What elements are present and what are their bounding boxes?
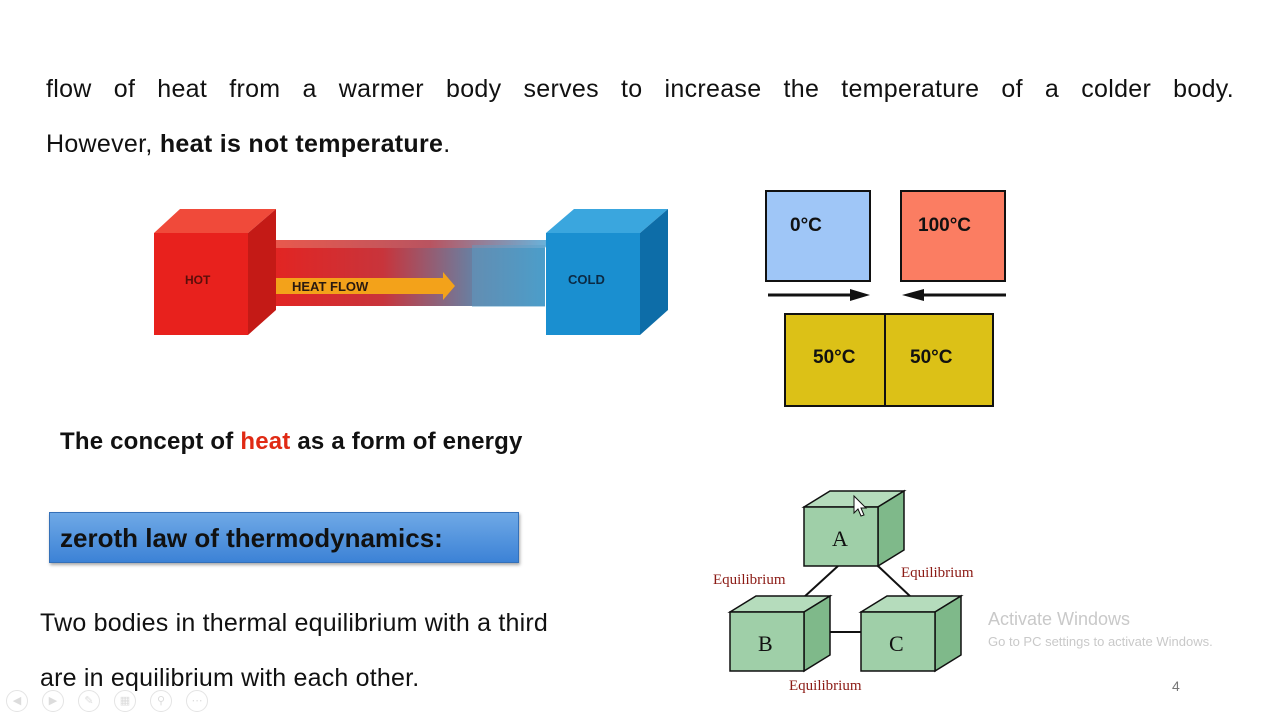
box-0c — [765, 190, 871, 282]
pen-icon[interactable]: ✎ — [78, 690, 100, 712]
hot-cube: HOT — [154, 209, 276, 335]
activate-windows-subtitle: Go to PC settings to activate Windows. — [988, 634, 1213, 649]
slideshow-controls: ◀ ▶ ✎ ▦ ⚲ ⋯ — [6, 690, 222, 712]
rod-top-face — [250, 240, 550, 248]
intro-line-1: flow of heat from a warmer body serves t… — [46, 75, 1234, 103]
box-b: B — [727, 594, 833, 673]
arrow-left-icon — [902, 289, 1006, 301]
mouse-cursor-icon — [853, 494, 868, 517]
box-100c-label: 100°C — [918, 215, 971, 236]
hot-label: HOT — [185, 273, 211, 287]
label-bc: Equilibrium — [789, 678, 862, 694]
concept-highlight: heat — [240, 428, 291, 455]
box-a-label: A — [832, 526, 848, 551]
label-ac: Equilibrium — [901, 565, 974, 581]
box-50c-left — [784, 313, 886, 407]
line-ab — [802, 565, 839, 599]
heat-flow-arrow: HEAT FLOW — [265, 272, 455, 300]
box-c: C — [858, 594, 964, 673]
rod-body — [250, 248, 545, 306]
box-c-label: C — [889, 631, 904, 656]
next-icon[interactable]: ▶ — [42, 690, 64, 712]
box-0c-label: 0°C — [790, 215, 822, 236]
slide-number: 4 — [1172, 678, 1180, 694]
intro-paragraph: flow of heat from a warmer body serves t… — [46, 62, 1234, 172]
arrow-right-icon — [768, 289, 870, 301]
cold-cube: COLD — [546, 209, 668, 335]
label-ab: Equilibrium — [713, 572, 786, 588]
zeroth-law-banner: zeroth law of thermodynamics: — [49, 512, 519, 563]
box-b-label: B — [758, 631, 773, 656]
rod-glass-end — [472, 245, 545, 307]
intro-line-2-bold: heat is not temperature — [159, 130, 444, 158]
prev-icon[interactable]: ◀ — [6, 690, 28, 712]
box-100c — [900, 190, 1006, 282]
intro-line-2: However, heat is not temperature. — [46, 130, 450, 158]
intro-line-2-suffix: . — [443, 130, 451, 158]
box-a: A — [801, 489, 907, 568]
concept-heading: The concept of heat as a form of energy — [60, 428, 523, 456]
intro-line-2-prefix: However, — [46, 130, 160, 158]
zeroth-law-banner-label: zeroth law of thermodynamics: — [60, 523, 443, 553]
line-ac — [877, 565, 913, 599]
concept-suffix: as a form of energy — [290, 428, 523, 455]
slides-icon[interactable]: ▦ — [114, 690, 136, 712]
cold-label: COLD — [568, 272, 605, 287]
statement-line-1: Two bodies in thermal equilibrium with a… — [40, 609, 549, 637]
statement-line-2: are in equilibrium with each other. — [40, 664, 420, 692]
activate-windows-title: Activate Windows — [988, 609, 1131, 629]
zeroth-law-statement: Two bodies in thermal equilibrium with a… — [40, 596, 548, 706]
temperature-boxes-diagram: 0°C 100°C 50°C 50°C — [765, 190, 1006, 407]
heat-flow-label: HEAT FLOW — [292, 279, 369, 294]
heat-flow-diagram: HEAT FLOW HOT COLD — [154, 209, 668, 335]
box-50c-right-label: 50°C — [910, 347, 953, 368]
more-icon[interactable]: ⋯ — [186, 690, 208, 712]
box-50c-right — [884, 313, 994, 407]
zoom-icon[interactable]: ⚲ — [150, 690, 172, 712]
equilibrium-diagram: A B C Equilibrium Equilibrium Equilibriu… — [713, 489, 974, 694]
concept-prefix: The concept of — [60, 428, 241, 455]
box-50c-left-label: 50°C — [813, 347, 856, 368]
